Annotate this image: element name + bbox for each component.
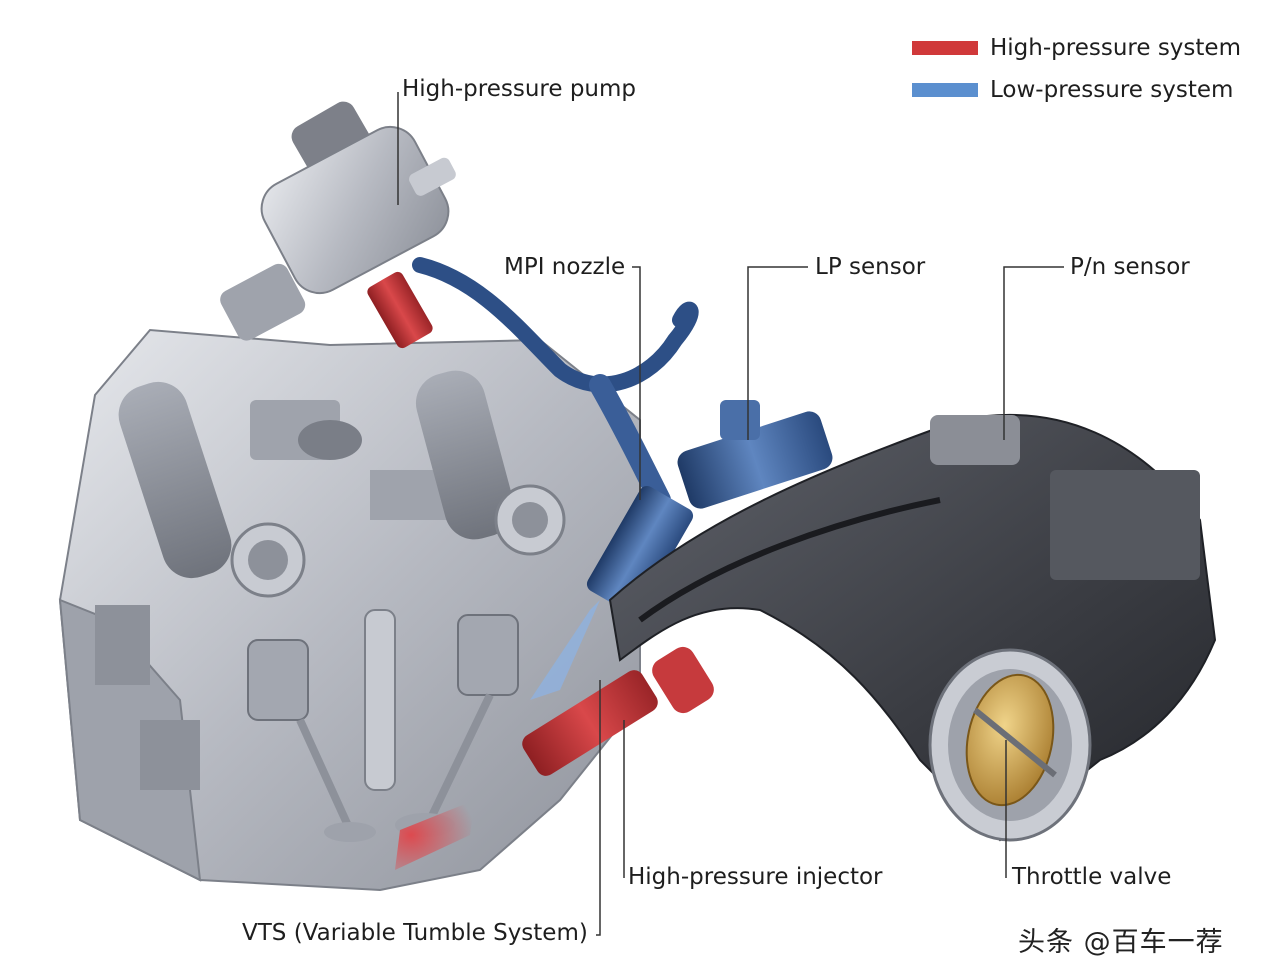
intake-manifold xyxy=(608,413,1217,842)
label-lp-sensor: LP sensor xyxy=(815,254,926,280)
high-pressure-pump xyxy=(220,101,456,349)
label-pn-sensor: P/n sensor xyxy=(1070,254,1190,280)
legend-swatch-high-pressure xyxy=(912,41,978,55)
label-vts: VTS (Variable Tumble System) xyxy=(242,920,588,946)
camshaft-right xyxy=(415,370,566,556)
label-throttle-valve: Throttle valve xyxy=(1012,864,1172,890)
leader-lines xyxy=(397,92,1064,936)
legend-label-low-pressure: Low-pressure system xyxy=(990,77,1234,103)
high-pressure-injector xyxy=(395,646,714,870)
label-mpi-nozzle: MPI nozzle xyxy=(504,254,626,280)
throttle-valve-disc xyxy=(965,673,1057,807)
lp-sensor-rail xyxy=(677,400,833,509)
label-high-pressure-pump: High-pressure pump xyxy=(402,76,636,102)
label-high-pressure-injector: High-pressure injector xyxy=(628,864,883,890)
camshaft-left xyxy=(118,381,306,598)
mpi-nozzle xyxy=(530,485,694,700)
legend-label-high-pressure: High-pressure system xyxy=(990,35,1241,61)
valve-springs xyxy=(247,609,519,842)
legend-swatch-low-pressure xyxy=(912,83,978,97)
watermark: 头条 @百车一荐 xyxy=(1018,927,1224,958)
